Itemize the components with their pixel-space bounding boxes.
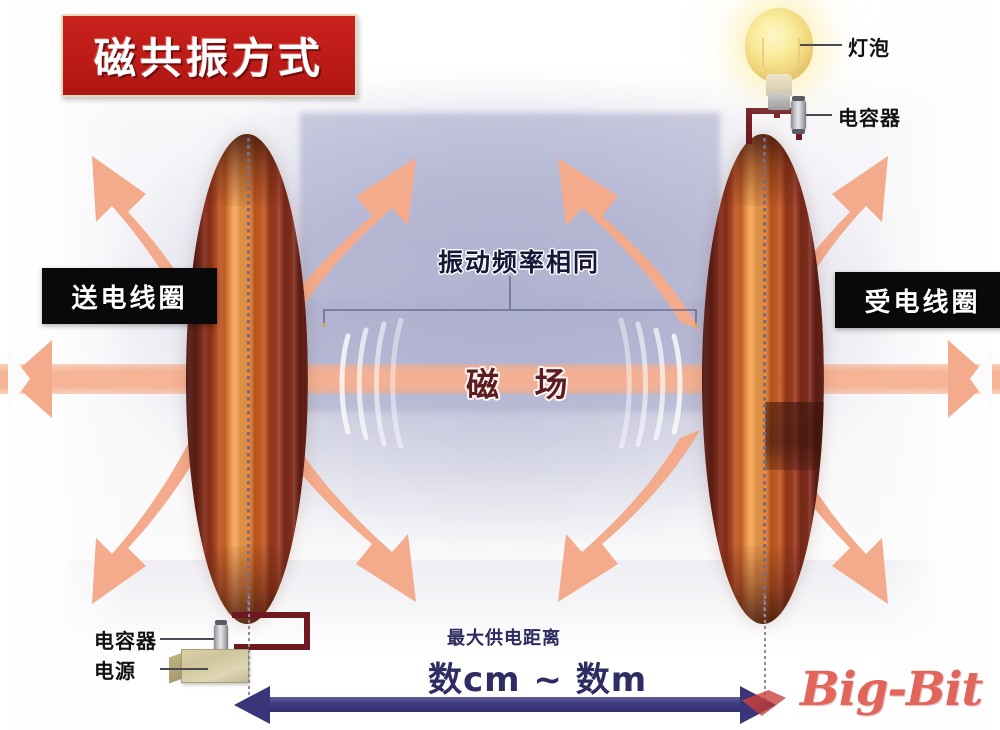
bulb-filament [762,38,800,76]
label-bulb: 灯泡 [848,36,890,60]
label-transmit-coil: 送电线圈 [42,268,217,324]
capacitor-left-terminal-top [215,620,227,625]
label-receive-coil-text: 受电线圈 [864,287,981,318]
label-transmit-coil-text: 送电线圈 [71,283,188,314]
label-capacitor-top: 电容器 [838,106,901,130]
title-banner: 磁共振方式 [61,14,357,97]
bulb-neck [766,74,792,96]
label-distance-value: 数cm ~ 数m [428,660,648,700]
label-power-source: 电源 [94,659,136,683]
leader-line-capacitor-top [806,114,832,116]
distance-arrow-shaft [268,697,748,712]
coil-label-shadow [765,402,824,470]
coil-axis-dotted-line-left [247,138,250,616]
capacitor-right-terminal-bottom [792,129,805,134]
field-arrow-right-notch [970,349,992,409]
label-capacitor-bottom: 电容器 [94,629,157,653]
title-text: 磁共振方式 [93,34,324,83]
leader-line-capacitor-left [160,638,214,640]
magnetic-field-band [0,364,1000,394]
wire-right-vertical-left [746,108,752,144]
label-same-frequency: 振动频率相同 [438,248,601,277]
wire-left-horizontal-top [232,612,310,618]
coil-highlight [738,134,766,624]
bulb-base [768,93,790,110]
capacitor-left [214,624,228,654]
wire-left-horizontal-bottom [240,644,310,650]
capacitor-right [791,100,806,130]
background-panel-lower [300,300,720,560]
label-magnetic-field: 磁 场 [466,365,580,404]
wire-bulb-stem [774,104,780,118]
distance-guide-right [764,596,766,706]
frequency-bracket [321,276,699,328]
label-distance-caption: 最大供电距离 [447,628,561,649]
leader-line-power-source [160,668,208,670]
distance-guide-left [248,596,250,706]
coil-inner-shadow [186,134,228,624]
capacitor-right-terminal-top [792,96,805,101]
coil-inner-shadow [702,134,744,624]
coil-axis-dotted-line-right [763,138,766,616]
coil-highlight [222,134,250,624]
watermark-bigbit: Big-Bit [800,662,983,717]
distance-arrow-head-left [234,686,270,724]
label-receive-coil: 受电线圈 [835,272,1000,328]
leader-line-bulb [800,44,842,46]
field-arrow-left-notch [8,349,30,409]
power-source-body [181,649,249,683]
wire-left-vertical [304,612,310,650]
